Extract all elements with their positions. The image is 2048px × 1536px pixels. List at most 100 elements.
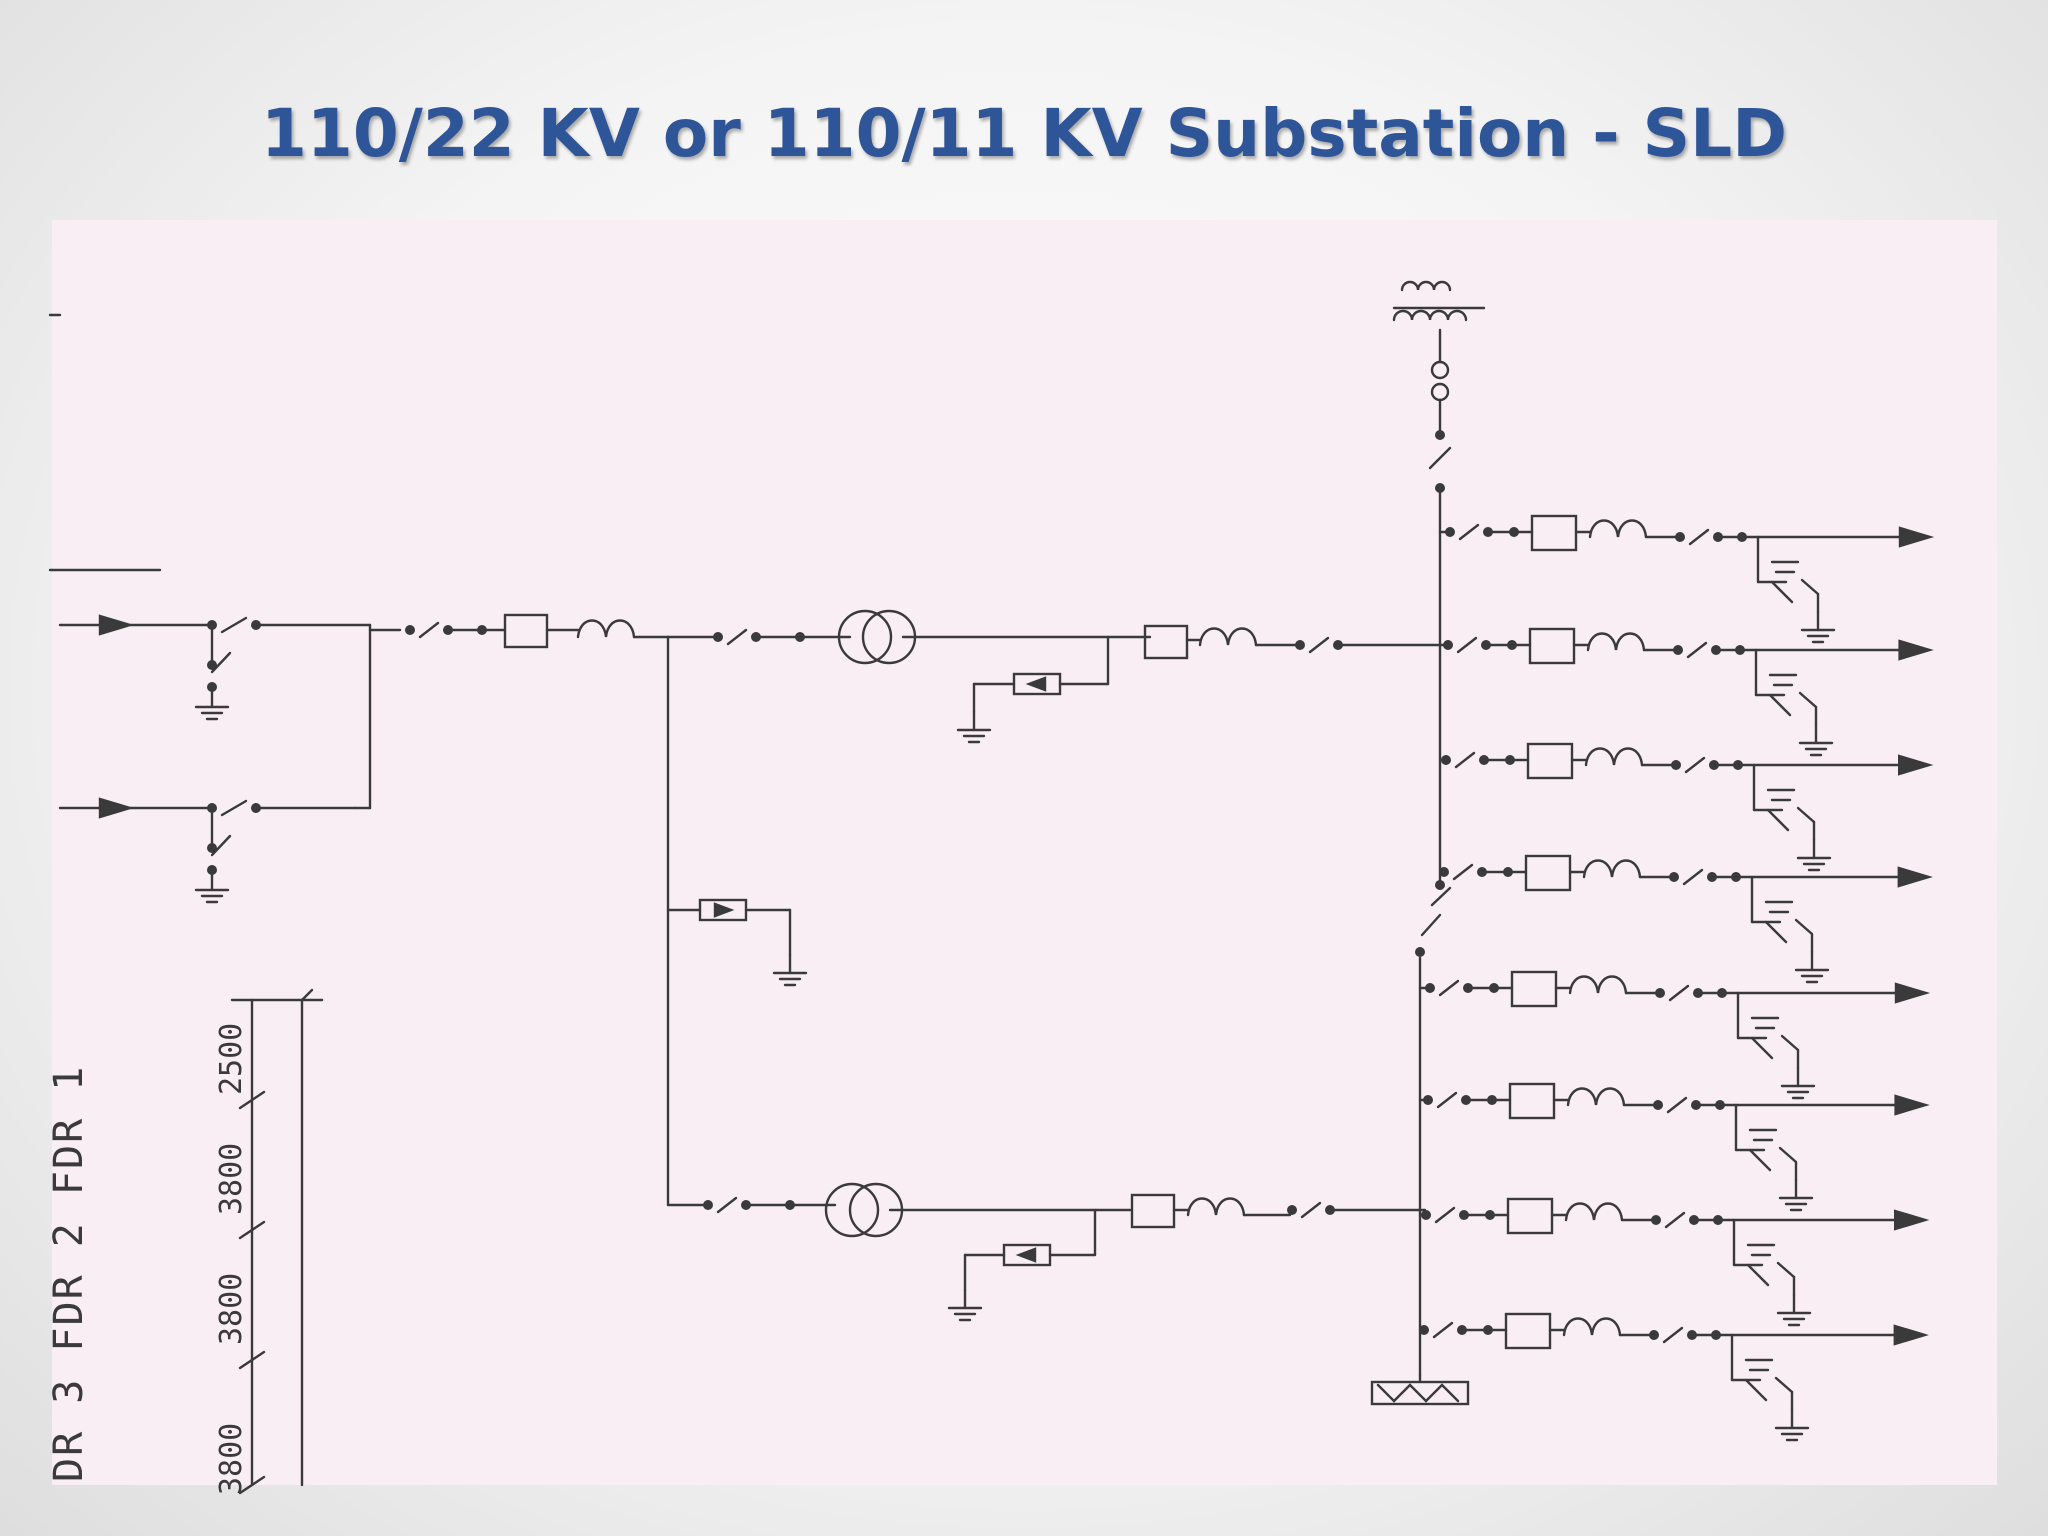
feeder-breaker (1528, 627, 1576, 665)
current-transformer (1584, 747, 1644, 767)
feeder-arrow (1893, 1209, 1930, 1231)
isolator-blade (220, 799, 248, 817)
node-dot (1675, 532, 1685, 542)
dimension-tick (238, 1350, 266, 1370)
dimension-tick (238, 1220, 266, 1240)
bus-section-isolator (1430, 886, 1452, 907)
node-dot (1655, 988, 1665, 998)
station-transformer-coil (1400, 280, 1452, 292)
arrester-slash (1768, 693, 1792, 717)
node-dot (1287, 1205, 1297, 1215)
dimension-label-2: 3800 (214, 1142, 249, 1215)
arrester-arrow (713, 902, 735, 918)
node-dot (207, 682, 217, 692)
isolator-blade (1454, 751, 1476, 769)
current-transformer (576, 619, 636, 639)
station-transformer-ct (1430, 360, 1450, 380)
feeder-labels: DR 3 FDR 2 FDR 1 (46, 1064, 92, 1482)
isolator-blade (1458, 523, 1480, 541)
isolator-blade (1666, 1096, 1688, 1114)
transformer-winding (837, 609, 893, 665)
isolator-blade (418, 621, 440, 639)
isolator-blade (1428, 446, 1452, 470)
arrester-slash (1780, 1034, 1800, 1052)
isolator-blade (1662, 1326, 1684, 1344)
node-dot (1435, 483, 1445, 493)
isolator-blade (726, 628, 748, 646)
isolator-blade (1664, 1211, 1686, 1229)
current-transformer (1586, 632, 1646, 652)
node-dot (1423, 1095, 1433, 1105)
sld-drawing (48, 280, 1935, 1495)
feeder-breaker (1524, 854, 1572, 892)
current-transformer (1186, 1197, 1246, 1217)
single-line-diagram: 2500 3800 3800 3800 DR 3 FDR 2 FDR 1 (46, 220, 1997, 1495)
node-dot (1421, 1210, 1431, 1220)
lv-breaker (1130, 1193, 1176, 1229)
incoming-arrow (98, 797, 135, 819)
feeder-breaker (1510, 970, 1558, 1008)
node-dot (1425, 983, 1435, 993)
arrester-slash (1748, 1148, 1772, 1172)
incoming-arrow (98, 614, 135, 636)
arrester-slash (1778, 1146, 1798, 1164)
isolator-blade (1452, 863, 1474, 881)
dimension-label-1: 2500 (214, 1022, 249, 1095)
dimension-tick (300, 988, 314, 1002)
isolator-blade (1688, 528, 1710, 546)
node-dot (1669, 872, 1679, 882)
feeder-arrow (1897, 866, 1933, 888)
isolator-blade (1686, 641, 1708, 659)
current-transformer (1198, 627, 1258, 647)
node-dot (1653, 1100, 1663, 1110)
station-transformer-ct (1430, 382, 1450, 402)
isolator-blade (1684, 756, 1706, 774)
isolator-blade (1438, 979, 1460, 997)
node-dot (1439, 867, 1449, 877)
arrester-slash (1746, 1263, 1770, 1287)
current-transformer (1562, 1317, 1622, 1337)
node-dot (207, 660, 217, 670)
feeder-arrow (1898, 639, 1934, 661)
node-dot (1415, 947, 1425, 957)
node-dot (703, 1200, 713, 1210)
arrester-slash (1766, 808, 1790, 832)
isolator-blade (1456, 636, 1478, 654)
arrester-slash (1764, 920, 1788, 944)
isolator-blade (1436, 1091, 1458, 1109)
isolator-blade (1682, 868, 1704, 886)
current-transformer (1566, 1087, 1626, 1107)
isolator-blade (1668, 984, 1690, 1002)
transformer-winding (824, 1182, 880, 1238)
feeder-breaker (1504, 1312, 1552, 1350)
feeder-breaker (1526, 742, 1574, 780)
bus-section-isolator (1420, 913, 1442, 937)
isolator-blade (716, 1196, 738, 1214)
arrester-slash (1776, 1261, 1796, 1279)
isolator-blade (1434, 1206, 1456, 1224)
feeder-arrow (1894, 982, 1931, 1004)
current-transformer (1564, 1202, 1624, 1222)
arrester-arrow (1025, 676, 1047, 692)
current-transformer (1568, 975, 1628, 995)
feeder-breaker (1508, 1082, 1556, 1120)
arrester-slash (1744, 1378, 1768, 1402)
lv-breaker (1143, 624, 1189, 660)
dimension-label-3: 3800 (214, 1272, 249, 1345)
node-dot (1435, 430, 1445, 440)
node-dot (713, 632, 723, 642)
node-dot (1651, 1215, 1661, 1225)
node-dot (1435, 880, 1445, 890)
node-dot (1671, 760, 1681, 770)
current-transformer (1582, 859, 1642, 879)
arrester-arrow (1015, 1247, 1037, 1263)
isolator-blade (1300, 1201, 1322, 1219)
feeder-arrow (1893, 1324, 1929, 1346)
node-dot (1649, 1330, 1659, 1340)
earth-switch-blade (210, 834, 232, 857)
arrester-slash (1750, 1036, 1774, 1060)
feeder-breaker (1530, 514, 1578, 552)
feeder-arrow (1897, 754, 1934, 776)
arrester-slash (1770, 580, 1794, 604)
isolator-blade (220, 616, 248, 634)
